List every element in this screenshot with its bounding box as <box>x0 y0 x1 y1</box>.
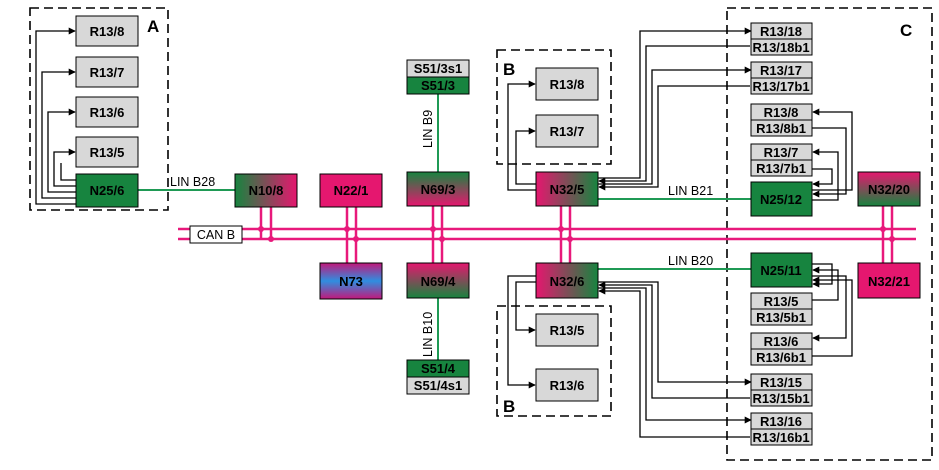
n10-8-box <box>234 173 298 208</box>
n69-3-label: N69/3 <box>421 182 456 197</box>
lin-b21-label: LIN B21 <box>668 184 713 198</box>
n73-box <box>319 262 383 300</box>
b-r13-8-label: R13/8 <box>550 77 585 92</box>
s51-3s1-label: S51/3s1 <box>414 61 462 76</box>
c-r13-17-label: R13/17 <box>760 63 802 78</box>
c-r13-5-label: R13/5 <box>764 294 799 309</box>
a-r13-6-label: R13/6 <box>90 105 125 120</box>
group-b-components: R13/8 R13/7 R13/5 R13/6 <box>535 67 599 402</box>
n32-6-box <box>535 262 599 299</box>
n32-20-label: N32/20 <box>868 182 910 197</box>
a-r13-8-label: R13/8 <box>90 24 125 39</box>
c-r13-18b1-label: R13/18b1 <box>752 40 809 55</box>
n25-12-label: N25/12 <box>760 192 802 207</box>
n32-6-label: N32/6 <box>550 274 585 289</box>
s51-3-label: S51/3 <box>421 78 455 93</box>
group-a-letter: A <box>147 17 159 36</box>
can-b-bus <box>178 206 916 263</box>
c-r13-8-label: R13/8 <box>764 105 799 120</box>
c-r13-5b1-label: R13/5b1 <box>756 310 806 325</box>
group-c-letter: C <box>900 21 912 40</box>
c-r13-6-label: R13/6 <box>764 334 799 349</box>
s51-4s1-label: S51/4s1 <box>414 378 462 393</box>
b-r13-7-label: R13/7 <box>550 124 585 139</box>
lin-lines <box>138 94 751 360</box>
n32-5-box <box>535 171 599 207</box>
n25-11-label: N25/11 <box>760 263 801 278</box>
group-a-frame <box>29 7 169 211</box>
c-r13-15b1-label: R13/15b1 <box>752 391 809 406</box>
group-b-top-letter: B <box>503 60 515 79</box>
n69-4-label: N69/4 <box>421 274 456 289</box>
can-b-label: CAN B <box>197 228 235 242</box>
c-r13-7b1-label: R13/7b1 <box>756 161 806 176</box>
n73-label: N73 <box>339 274 363 289</box>
group-b-bottom-frame <box>496 305 612 417</box>
c-r13-16b1-label: R13/16b1 <box>752 430 809 445</box>
a-r13-5-label: R13/5 <box>90 145 125 160</box>
n25-11-box <box>750 252 813 288</box>
s51-4-label: S51/4 <box>421 361 456 376</box>
signal-wires <box>35 27 853 438</box>
c-r13-7-label: R13/7 <box>764 145 799 160</box>
group-a-components: R13/8 R13/7 R13/6 R13/5 <box>75 15 139 168</box>
b-r13-5-label: R13/5 <box>550 323 585 338</box>
can-b-label-box <box>189 225 243 244</box>
c-r13-18-label: R13/18 <box>760 24 802 39</box>
lin-b28-label: LIN B28 <box>170 175 215 189</box>
control-units: N25/6 N10/8 N22/1 N73 N69/3 N69/4 N32/5 … <box>75 171 921 300</box>
c-r13-8b1-label: R13/8b1 <box>756 121 806 136</box>
a-r13-7-label: R13/7 <box>90 65 125 80</box>
group-c-components: R13/18 R13/18b1 R13/17 R13/17b1 R13/8 R1… <box>750 22 813 446</box>
n32-20-box <box>857 171 921 207</box>
n32-21-box <box>857 262 921 299</box>
c-r13-6b1-label: R13/6b1 <box>756 350 806 365</box>
c-r13-16-label: R13/16 <box>760 414 802 429</box>
n69-3-box <box>406 171 470 207</box>
n22-1-label: N22/1 <box>334 183 369 198</box>
s51-switches: S51/3s1 S51/3 S51/4 S51/4s1 <box>406 59 470 395</box>
n25-6-label: N25/6 <box>90 183 125 198</box>
group-b-bottom-letter: B <box>503 397 515 416</box>
group-c-frame <box>726 7 933 461</box>
n25-6-box <box>75 173 139 208</box>
n22-1-box <box>319 173 383 208</box>
n10-8-label: N10/8 <box>249 183 284 198</box>
can-junction-dots <box>258 226 895 242</box>
group-frames <box>29 7 933 461</box>
lin-b9-label: LIN B9 <box>421 110 435 148</box>
lin-b20-label: LIN B20 <box>668 254 713 268</box>
b-r13-6-label: R13/6 <box>550 378 585 393</box>
group-b-top-frame <box>496 49 612 165</box>
n32-5-label: N32/5 <box>550 182 585 197</box>
lin-b10-label: LIN B10 <box>421 312 435 357</box>
c-r13-17b1-label: R13/17b1 <box>752 79 809 94</box>
n32-21-label: N32/21 <box>868 274 910 289</box>
c-r13-15-label: R13/15 <box>760 375 802 390</box>
n69-4-box <box>406 262 470 299</box>
n25-12-box <box>750 181 813 217</box>
